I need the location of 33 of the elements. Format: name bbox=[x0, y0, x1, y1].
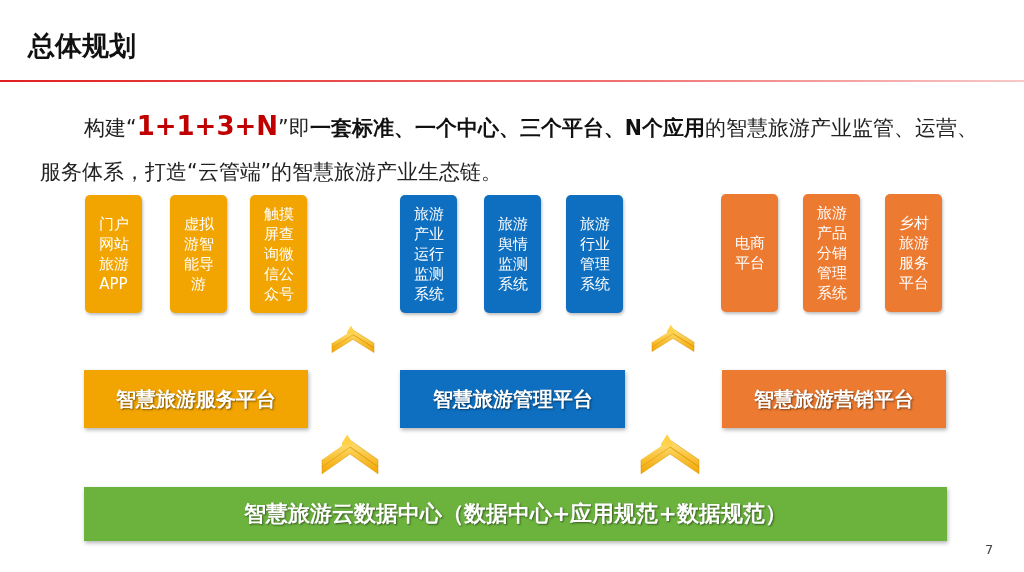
intro-paragraph: 构建“1+1+3+N”即一套标准、一个中心、三个平台、N个应用的智慧旅游产业监管、运营、服务体系，打造“云管端”的智慧旅游产业生态链。 bbox=[40, 110, 979, 186]
chevron-arrow bbox=[331, 325, 375, 353]
data-center-bar bbox=[84, 487, 947, 541]
chevron-arrow bbox=[640, 433, 700, 474]
card-label: 门户网站旅游APP bbox=[97, 214, 130, 294]
application-card bbox=[85, 195, 142, 313]
page-number: 7 bbox=[985, 542, 994, 557]
chevron-arrow bbox=[321, 433, 379, 474]
application-card bbox=[400, 195, 457, 313]
card-label: 旅游产品分销管理系统 bbox=[815, 203, 848, 303]
platform-bar bbox=[84, 370, 308, 428]
slide-title: 总体规划 bbox=[28, 29, 136, 63]
card-label: 旅游产业运行监测系统 bbox=[412, 204, 445, 304]
card-label: 旅游舆情监测系统 bbox=[496, 214, 529, 294]
card-label: 电商平台 bbox=[733, 233, 766, 273]
platform-label: 智慧旅游营销平台 bbox=[754, 385, 914, 413]
application-card bbox=[885, 194, 942, 312]
platform-label: 智慧旅游服务平台 bbox=[116, 385, 276, 413]
card-label: 旅游行业管理系统 bbox=[578, 214, 611, 294]
application-card bbox=[250, 195, 307, 313]
platform-bar bbox=[400, 370, 625, 428]
application-card bbox=[566, 195, 623, 313]
application-card bbox=[484, 195, 541, 313]
application-card bbox=[721, 194, 778, 312]
platform-label: 智慧旅游云数据中心（数据中心+应用规范+数据规范） bbox=[244, 500, 787, 528]
platform-label: 智慧旅游管理平台 bbox=[432, 385, 593, 413]
card-label: 虚拟游智能导游 bbox=[182, 214, 215, 294]
platform-bar bbox=[722, 370, 946, 428]
card-label: 触摸屏查询微信公众号 bbox=[262, 204, 295, 304]
chevron-arrow bbox=[651, 324, 695, 352]
card-label: 乡村旅游服务平台 bbox=[897, 213, 930, 293]
application-card bbox=[170, 195, 227, 313]
application-card bbox=[803, 194, 860, 312]
